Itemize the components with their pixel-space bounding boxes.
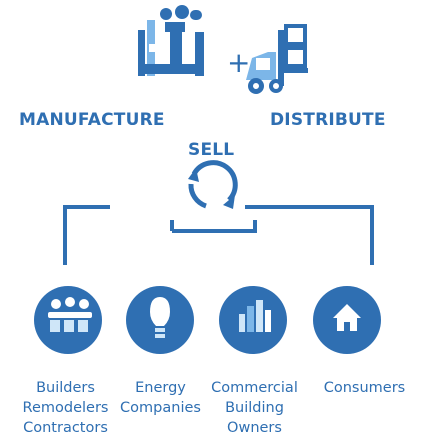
caption-consumers: Consumers bbox=[307, 378, 422, 398]
customer-circle-energy bbox=[126, 286, 194, 354]
forklift-icon bbox=[246, 24, 308, 94]
customer-circle-commercial bbox=[219, 286, 287, 354]
dollar-cycle-icon bbox=[188, 160, 238, 209]
caption-line: Builders bbox=[36, 380, 95, 396]
caption-line: Remodelers bbox=[22, 400, 109, 416]
caption-line: Owners bbox=[227, 420, 282, 436]
sell-label: SELL bbox=[188, 140, 235, 160]
customer-circle-builders bbox=[34, 286, 102, 354]
factory-icon bbox=[138, 5, 204, 76]
caption-builders: Builders Remodelers Contractors bbox=[8, 378, 123, 438]
caption-line: Companies bbox=[120, 400, 201, 416]
caption-line: Contractors bbox=[23, 420, 108, 436]
customer-circle-consumers bbox=[313, 286, 381, 354]
plus-sign: + bbox=[227, 46, 251, 79]
caption-commercial: Commercial Building Owners bbox=[197, 378, 312, 438]
caption-line: Building bbox=[225, 400, 284, 416]
manufacture-label: MANUFACTURE bbox=[19, 110, 165, 130]
caption-line: Consumers bbox=[323, 380, 406, 396]
caption-line: Commercial bbox=[211, 380, 298, 396]
distribution-connector-lines bbox=[63, 205, 374, 265]
distribute-label: DISTRIBUTE bbox=[270, 110, 386, 130]
caption-energy: Energy Companies bbox=[103, 378, 218, 418]
caption-line: Energy bbox=[135, 380, 186, 396]
